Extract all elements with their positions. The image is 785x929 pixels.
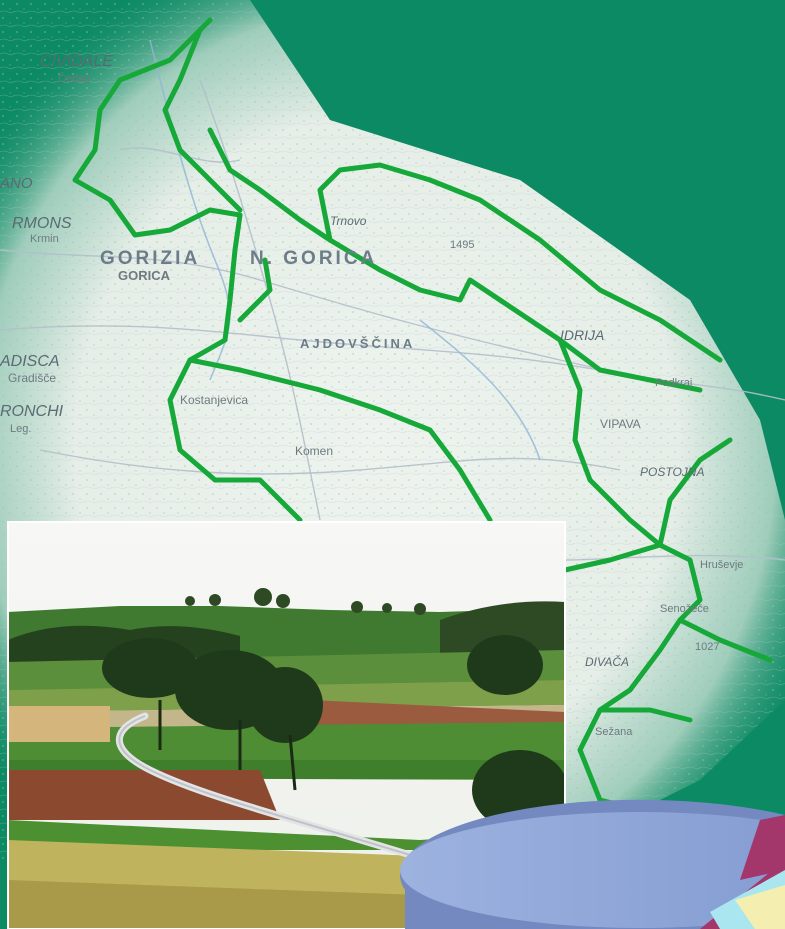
label-idrija: IDRIJA (560, 327, 604, 343)
label-cormons: RMONS (12, 215, 72, 232)
label-gradisce: Gradišče (8, 371, 56, 385)
label-cedad: Čedad (58, 72, 90, 85)
label-ajdovscina: AJDOVŠČINA (300, 336, 415, 351)
pie-graphic (399, 799, 785, 929)
landscape-photo (8, 522, 565, 929)
label-gorizia: GORIZIA (100, 248, 200, 269)
label-podkraj: Podkraj (655, 377, 692, 389)
label-senozece: Senožeče (660, 603, 709, 615)
label-ronchi-leg: Leg. (10, 423, 31, 435)
label-ano: ANO (0, 175, 33, 192)
label-trnovo: Trnovo (330, 214, 367, 228)
label-vipava: VIPAVA (600, 417, 641, 431)
label-gorica: GORICA (118, 268, 171, 283)
label-gradisca: ADISCA (0, 353, 60, 370)
label-ronchi: RONCHI (0, 403, 64, 420)
label-cividale: CIVIDALE (40, 53, 113, 70)
label-1495: 1495 (450, 239, 474, 251)
label-1027: 1027 (695, 641, 719, 653)
label-divaca: DIVAČA (585, 654, 629, 669)
label-kostanjevica: Kostanjevica (180, 393, 248, 407)
label-hrusevje: Hruševje (700, 559, 743, 571)
place-labels: CIVIDALE Čedad ANO RMONS Krmin GORIZIA N… (0, 53, 743, 738)
label-krmin: Krmin (30, 233, 59, 245)
label-postojna: POSTOJNA (640, 465, 704, 479)
label-n-gorica: N. GORICA (250, 248, 377, 269)
region-borders (72, 17, 773, 813)
label-sezana: Sežana (595, 726, 633, 738)
photo-frame (7, 521, 566, 929)
label-komen: Komen (295, 444, 333, 458)
